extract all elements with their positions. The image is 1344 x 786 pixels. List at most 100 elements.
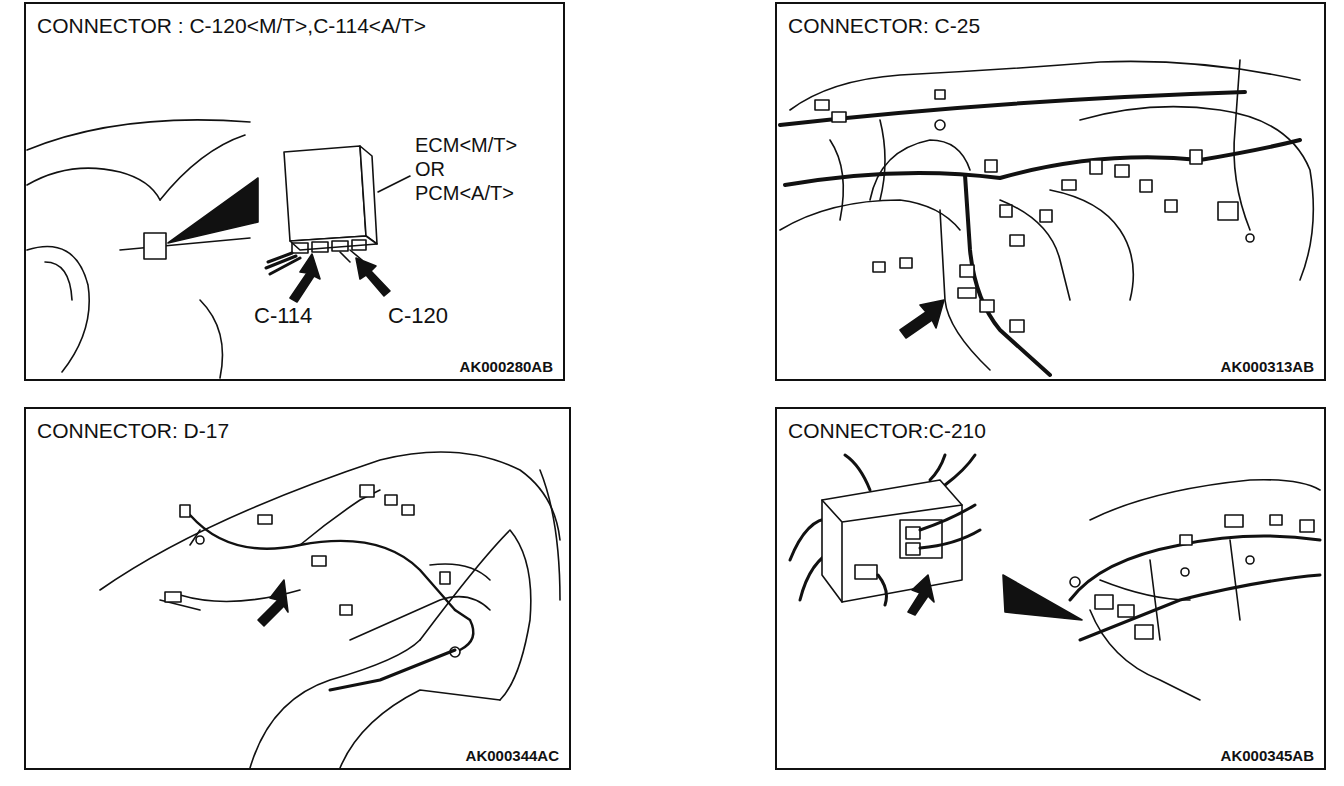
harness-illustration-part [965, 175, 1050, 375]
pointer-arrow-part [290, 254, 320, 302]
connector-block-part [855, 565, 877, 579]
body-illustration-part [360, 485, 374, 497]
harness-illustration-part [1135, 625, 1153, 639]
dashboard-illustration-part [45, 262, 72, 300]
harness-illustration-part [1070, 536, 1320, 600]
connector-block [790, 455, 980, 605]
dashboard-illustration [27, 120, 250, 378]
harness-illustration-part [1050, 190, 1133, 300]
harness-illustration-part [935, 90, 945, 99]
harness-illustration-part [1000, 200, 1070, 300]
ecm-box-part [378, 176, 410, 192]
panel-heading: CONNECTOR : C-120<M/T>,C-114<A/T> [35, 14, 428, 38]
harness-illustration-part [1181, 568, 1189, 576]
harness-illustration-part [960, 265, 974, 277]
harness-illustration-part [815, 100, 829, 110]
body-illustration-part [455, 610, 473, 650]
harness-illustration-part [785, 140, 1300, 185]
harness-illustration-part [1270, 515, 1282, 525]
panel-heading: CONNECTOR: C-25 [786, 14, 982, 38]
pointer-arrow-part [908, 575, 934, 615]
harness-illustration-part [1010, 235, 1024, 246]
body-illustration [100, 452, 560, 768]
body-illustration-part [165, 592, 181, 602]
harness-illustration-part [900, 258, 912, 268]
body-illustration-part [330, 650, 455, 690]
body-illustration-part [180, 505, 190, 517]
connector-panel: CONNECTOR: C-25AK000313AB [775, 2, 1326, 381]
ecm-box-part [266, 253, 300, 274]
ecm-box-part [284, 146, 366, 241]
harness-illustration-part [940, 210, 990, 370]
figure-code: AK000344AC [464, 747, 561, 764]
harness-illustration-part [1000, 205, 1012, 217]
pointer-arrow-part [356, 258, 390, 296]
harness-illustration-part [1150, 540, 1240, 640]
harness-illustration-part [1080, 107, 1313, 280]
connector-block-part [822, 480, 962, 602]
harness-illustration-part [1115, 165, 1129, 177]
harness-illustration-part [1246, 234, 1254, 242]
harness-illustration-part [980, 300, 994, 312]
panel-heading: CONNECTOR: D-17 [35, 419, 231, 443]
harness-illustration-part [958, 288, 976, 298]
harness-illustration-part [1090, 610, 1200, 700]
harness-illustration-part [1040, 210, 1052, 222]
body-illustration-part [300, 490, 380, 545]
harness-illustration-part [1180, 535, 1192, 545]
pointer-arrow-part [900, 300, 944, 338]
harness-illustration-part [1165, 200, 1177, 212]
body-illustration-part [450, 647, 460, 657]
body-illustration-part [258, 515, 272, 524]
panel-heading: CONNECTOR:C-210 [786, 419, 988, 443]
body-illustration-part [430, 564, 490, 580]
harness-illustration-part [832, 112, 846, 122]
harness-illustration-part [985, 160, 997, 172]
harness-illustration-part [1218, 202, 1238, 220]
ecm-box-part [292, 243, 308, 253]
pointer-arrow [908, 575, 1082, 620]
harness-illustration-part [1300, 520, 1314, 532]
body-illustration-part [196, 536, 204, 544]
harness-illustration-part [830, 120, 885, 220]
pointer-arrow [290, 254, 390, 302]
harness-illustration-part [780, 92, 1245, 125]
ecm-box-part [332, 241, 348, 251]
body-illustration-part [402, 505, 414, 515]
ecm-box-part [312, 242, 328, 252]
harness-illustration-part [1090, 160, 1102, 174]
dashboard-illustration-part [27, 247, 89, 372]
body-illustration-part [420, 530, 531, 700]
ecm-box-part [352, 240, 366, 250]
connector-symbol [144, 178, 258, 259]
dashboard-illustration-part [27, 168, 160, 200]
figure-code: AK000345AB [1219, 747, 1316, 764]
harness-illustration-part [1090, 480, 1320, 520]
connector-block-part [906, 527, 920, 539]
body-illustration-part [190, 515, 455, 610]
body-illustration-part [385, 495, 397, 505]
harness-illustration-part [935, 120, 945, 130]
harness-illustration [1070, 480, 1320, 700]
figure-code: AK000313AB [1219, 358, 1316, 375]
harness-illustration-part [1118, 605, 1134, 617]
ecm-box [266, 146, 410, 274]
connector-symbol-part [168, 178, 258, 243]
harness-illustration-part [1140, 180, 1152, 192]
harness-illustration-part [1070, 577, 1080, 587]
body-illustration-part [100, 452, 560, 590]
connector-panel: CONNECTOR:C-210AK000345AB [775, 407, 1326, 770]
harness-illustration-part [1062, 180, 1076, 190]
body-illustration-part [440, 572, 450, 584]
pointer-arrow-part [258, 580, 288, 626]
connector-panel: CONNECTOR: D-17AK000344AC [24, 407, 571, 770]
body-illustration-part [312, 556, 326, 566]
ecm-box-part [360, 146, 377, 244]
harness-illustration [780, 60, 1313, 375]
harness-illustration-part [1225, 515, 1243, 527]
harness-illustration-part [1010, 320, 1024, 332]
connector-callout: C-114 [252, 303, 314, 329]
connector-symbol-part [144, 233, 166, 259]
